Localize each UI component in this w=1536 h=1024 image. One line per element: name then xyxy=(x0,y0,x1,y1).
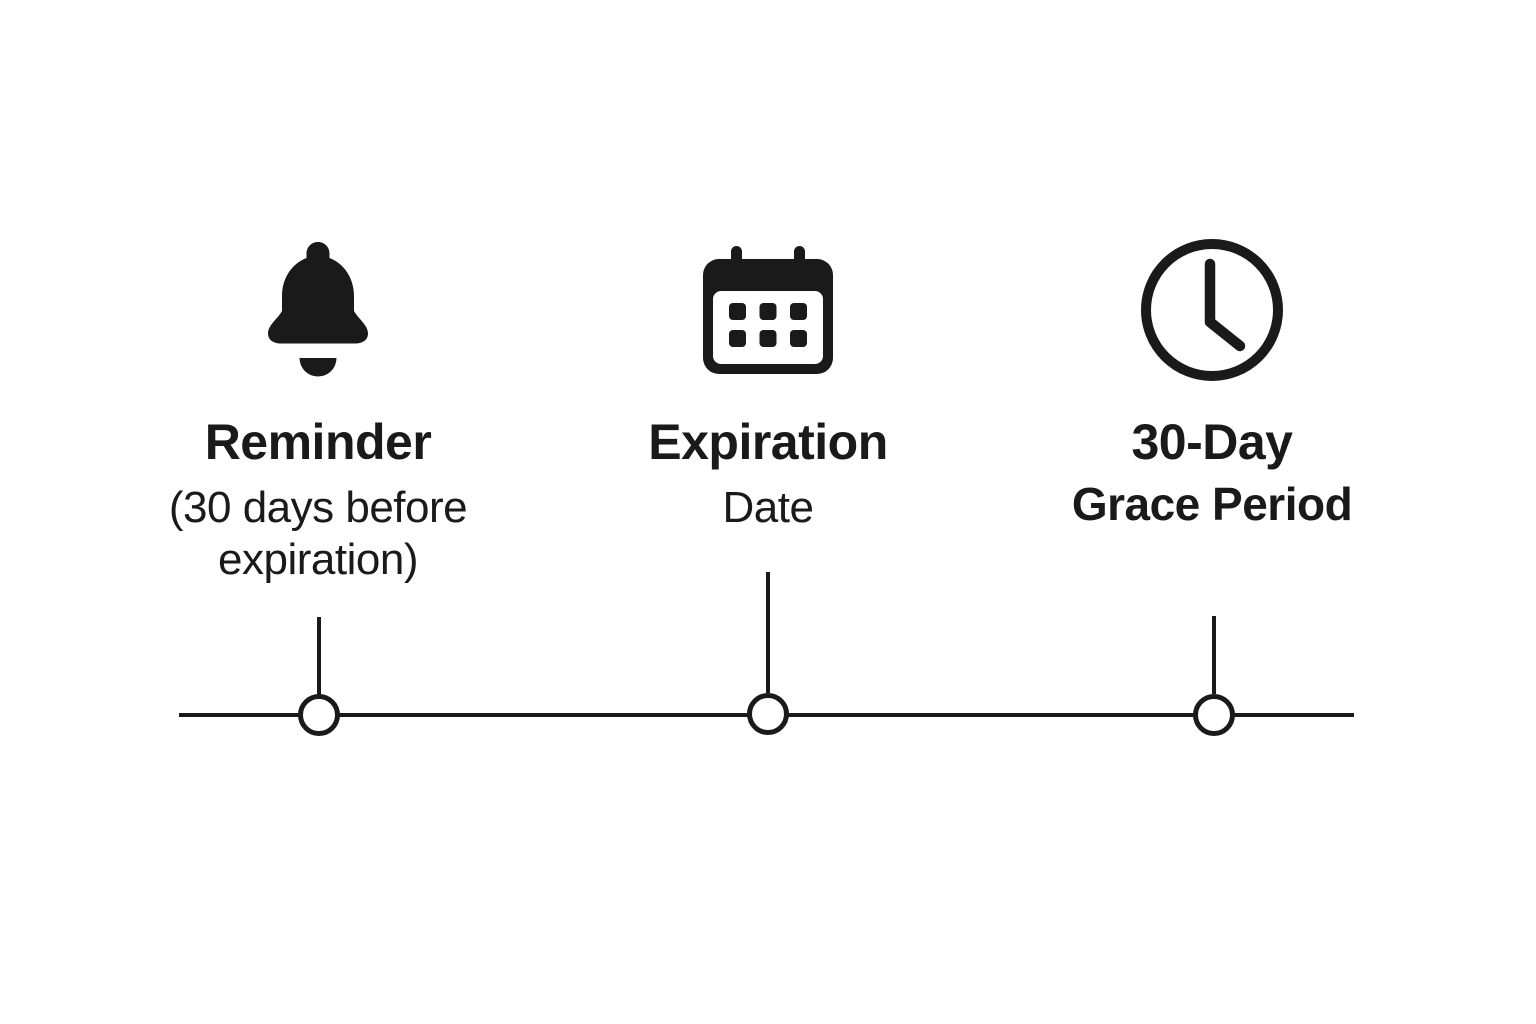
milestone-subtitle-line: Date xyxy=(722,483,814,532)
milestone-reminder: Reminder (30 days before expiration) xyxy=(88,232,548,586)
bell-icon xyxy=(88,232,548,387)
clock-icon xyxy=(982,232,1442,387)
milestone-title: 30-Day xyxy=(1131,414,1294,470)
connector-stem-grace-period xyxy=(1212,616,1216,694)
connector-stem-expiration xyxy=(766,572,770,693)
timeline-node-grace-period xyxy=(1193,694,1235,736)
timeline-node-expiration xyxy=(747,693,789,735)
milestone-title-line2: Grace Period xyxy=(1071,478,1353,530)
connector-stem-reminder xyxy=(317,617,321,695)
milestone-title: Expiration xyxy=(648,414,888,470)
milestone-expiration-date: Expiration Date xyxy=(538,232,998,534)
milestone-title: Reminder xyxy=(204,414,432,470)
milestone-grace-period: 30-Day Grace Period xyxy=(982,232,1442,537)
timeline-node-reminder xyxy=(298,694,340,736)
milestone-subtitle: Date xyxy=(538,482,998,534)
calendar-icon xyxy=(538,232,998,387)
milestone-subtitle: (30 days before expiration) xyxy=(88,482,548,586)
milestone-subtitle-line: (30 days before xyxy=(168,483,468,532)
milestone-subtitle-line: expiration) xyxy=(218,535,418,584)
